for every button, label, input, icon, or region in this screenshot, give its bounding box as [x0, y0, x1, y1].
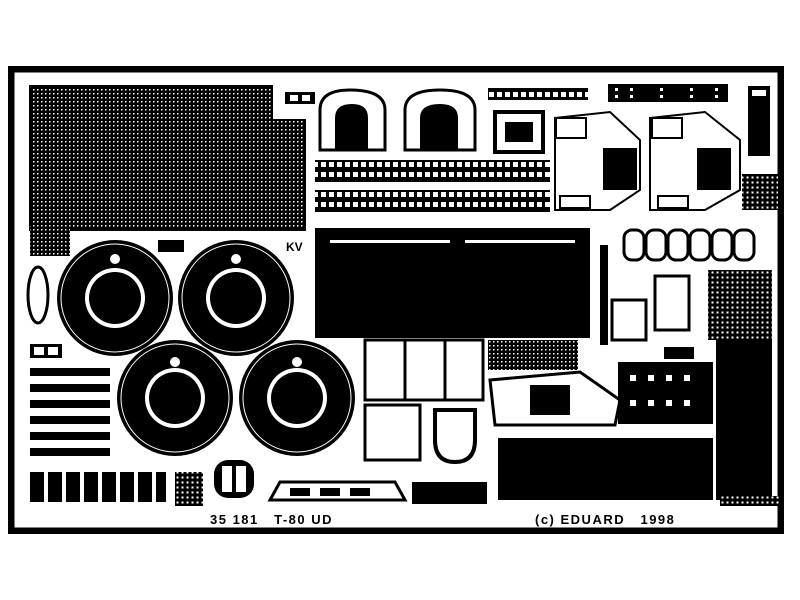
grid-part	[653, 274, 691, 332]
strip-part	[600, 245, 608, 345]
mesh-panel	[29, 85, 306, 256]
u-part	[433, 408, 477, 465]
arch-part-left	[318, 88, 387, 152]
box-part	[363, 338, 485, 402]
part-tag	[158, 240, 184, 252]
link-row	[30, 472, 166, 502]
rail-part	[315, 190, 550, 212]
strip-part	[488, 88, 588, 100]
oval-part	[26, 265, 50, 325]
kit-mark: KV	[286, 240, 303, 254]
grid-part	[708, 270, 772, 340]
catalog-code: 35 181	[210, 512, 259, 527]
grid-part	[610, 298, 648, 342]
bracket-plate-left	[554, 110, 641, 211]
grid-part	[742, 174, 778, 210]
strip-part	[608, 84, 728, 102]
side-plate	[748, 86, 770, 156]
mesh-strip	[488, 340, 578, 370]
part-tag	[285, 92, 315, 104]
tall-panel	[716, 340, 772, 500]
strip-part	[720, 496, 780, 506]
large-panel	[315, 228, 590, 338]
copyright-mark: (c) EDUARD 1998	[535, 512, 675, 527]
lower-panel	[498, 438, 713, 500]
road-wheel	[57, 240, 173, 356]
copyright-year: 1998	[640, 512, 676, 527]
ring-part	[214, 460, 254, 498]
brand-name: (c) EDUARD	[535, 512, 626, 527]
tab-part	[664, 347, 694, 359]
road-wheel	[117, 340, 233, 456]
bracket-plate-right	[649, 110, 741, 211]
vent-row	[620, 228, 760, 262]
box-part	[363, 403, 422, 462]
small-plate	[412, 482, 487, 504]
product-caption: 35 181 T-80 UD	[210, 512, 333, 527]
bar-stack	[30, 368, 110, 456]
block-part	[618, 362, 713, 424]
grid-part	[175, 472, 203, 506]
bracket-part	[493, 110, 545, 154]
rail-part	[315, 160, 550, 182]
arch-part-right	[403, 88, 477, 152]
road-wheel	[178, 240, 294, 356]
product-title: T-80 UD	[274, 512, 334, 527]
road-wheel	[239, 340, 355, 456]
